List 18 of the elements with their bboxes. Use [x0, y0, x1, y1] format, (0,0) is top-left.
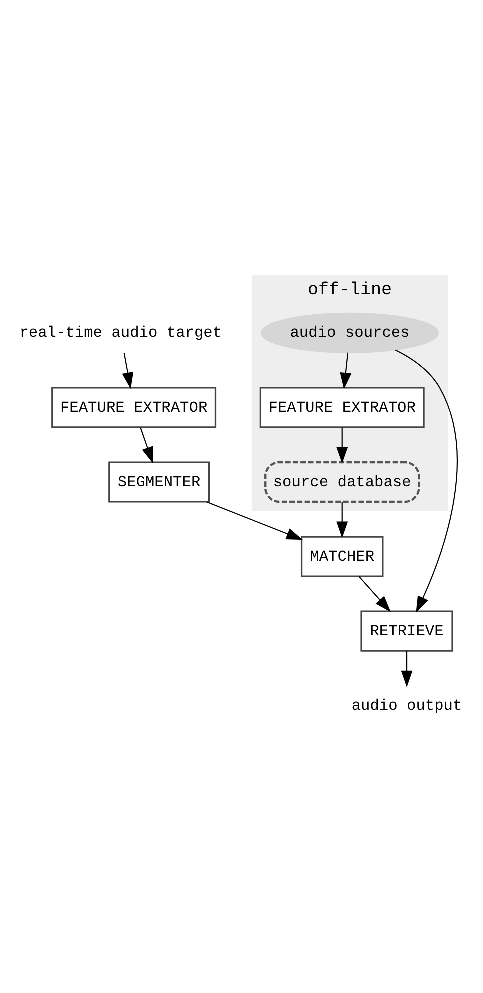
- node-text: real-time audio target: [20, 324, 222, 342]
- arrow: [122, 353, 134, 390]
- arrow: [401, 651, 413, 688]
- arrow: [140, 428, 154, 464]
- arrow: [395, 350, 458, 613]
- arrow: [358, 576, 392, 612]
- arrow: [206, 502, 304, 540]
- node-ellipse: audio sources: [261, 312, 440, 354]
- node-box: FEATURE EXTRATOR: [52, 387, 217, 428]
- arrow: [336, 502, 348, 538]
- node-box: FEATURE EXTRATOR: [260, 387, 425, 428]
- arrow: [336, 428, 348, 464]
- node-box: SEGMENTER: [108, 462, 210, 503]
- node-text: audio output: [352, 696, 462, 715]
- node-box: source database: [264, 461, 420, 504]
- node-box: RETRIEVE: [360, 610, 454, 652]
- arrow: [340, 352, 352, 390]
- node-box: MATCHER: [300, 536, 384, 578]
